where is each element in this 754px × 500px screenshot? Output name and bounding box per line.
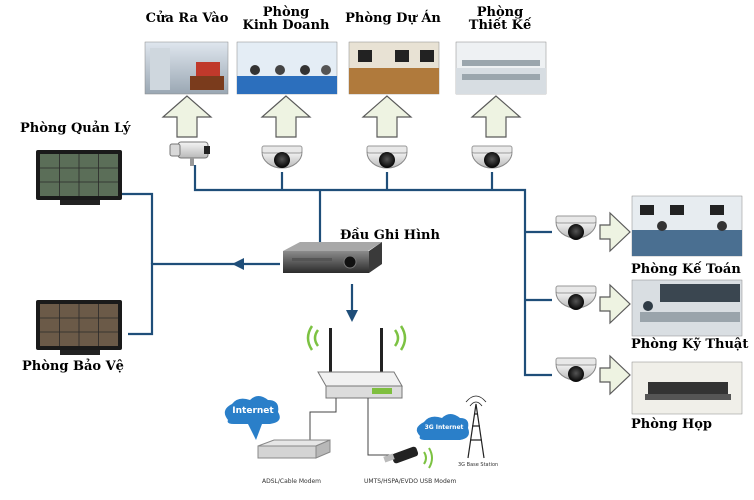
meeting-room-photo (631, 361, 743, 415)
design-room-photo (455, 41, 547, 95)
room-label-design-line2: Thiết Kế (468, 18, 532, 33)
room-label-project: Phòng Dự Án (345, 11, 441, 26)
room-label-security: Phòng Bảo Vệ (22, 359, 124, 374)
room-label-meeting: Phòng Họp (631, 417, 713, 432)
base-station-caption: 3G Base Station (458, 462, 499, 468)
usb-modem-icon (383, 446, 433, 469)
up-arrow-project-icon (361, 95, 413, 138)
room-label-management: Phòng Quản Lý (20, 121, 131, 136)
room-label-business-line1: Phòng (262, 5, 310, 20)
arrow-down-icon (346, 310, 358, 322)
security-monitor-icon (36, 300, 122, 355)
up-arrow-business-icon (260, 95, 312, 138)
entrance-room-photo (144, 41, 229, 95)
right-arrow-accounting-icon (599, 211, 631, 253)
adsl-modem-caption: ADSL/Cable Modem (262, 478, 322, 485)
business-room-photo (236, 41, 338, 95)
room-label-technical: Phòng Kỹ Thuật (631, 337, 749, 352)
adsl-modem-icon (257, 439, 331, 459)
3g-internet-cloud-icon (416, 414, 469, 440)
room-label-entrance: Cửa Ra Vào (145, 11, 229, 26)
room-label-design-line1: Phòng (476, 5, 524, 20)
recorder-label: Đầu Ghi Hình (340, 228, 440, 243)
right-arrow-meeting-icon (599, 354, 631, 396)
dome-camera-icon (471, 145, 513, 169)
recorder-dvr-icon (283, 242, 382, 273)
technical-room-photo (631, 279, 743, 337)
bullet-camera-icon (169, 141, 210, 166)
3g-internet-cloud-label: 3G Internet (424, 424, 464, 431)
right-arrow-technical-icon (599, 283, 631, 325)
dome-camera-icon (261, 145, 303, 169)
internet-cloud-icon (224, 396, 280, 440)
up-arrow-entrance-icon (161, 95, 213, 138)
accounting-room-photo (631, 195, 743, 257)
dome-camera-icon (366, 145, 408, 169)
network-cabling (122, 165, 552, 377)
management-monitor-icon (36, 150, 122, 205)
dome-camera-icon (555, 215, 597, 240)
dome-camera-icon (555, 357, 597, 382)
room-label-business-line2: Kinh Doanh (242, 18, 330, 33)
internet-cloud-label: Internet (232, 406, 274, 416)
project-room-photo (348, 41, 440, 95)
room-label-accounting: Phòng Kế Toán (631, 262, 741, 277)
arrow-to-left-icon (232, 258, 244, 270)
dome-camera-icon (555, 285, 597, 310)
usb-modem-caption: UMTS/HSPA/EVDO USB Modem (364, 478, 457, 485)
up-arrow-design-icon (470, 95, 522, 138)
3g-base-station-icon (465, 395, 487, 459)
wireless-router-icon (306, 325, 407, 399)
